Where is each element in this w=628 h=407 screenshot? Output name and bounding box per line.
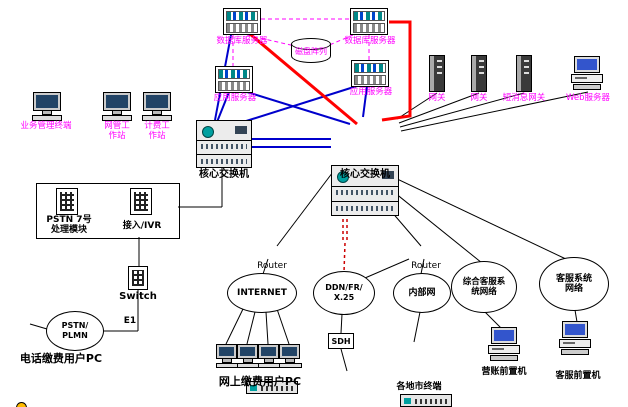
sms-gateway-label: 短消息网关 <box>502 93 546 103</box>
online-pc-4-icon <box>279 344 302 373</box>
database-server-2-icon <box>350 8 388 35</box>
sms-gateway-icon <box>516 55 532 92</box>
app-server-1-label: 应用服务器 <box>213 93 257 103</box>
access-ivr-module-icon <box>130 188 152 215</box>
ddn-fr-x25-cloud: DDN/FR/ X.25 <box>313 271 375 315</box>
gateway-1-label: 网关 <box>428 93 446 103</box>
person-icon <box>8 402 32 407</box>
billing-workstation-icon <box>142 92 172 121</box>
app-server-2-label: 应用服务器 <box>349 87 393 97</box>
web-server-icon <box>570 56 604 92</box>
router-1-icon <box>246 381 298 394</box>
disk-array-icon <box>291 38 331 64</box>
router-2-icon <box>400 394 452 407</box>
e1-link-label: E1 <box>123 316 137 326</box>
core-switch-1-label: 核心交换机 <box>199 169 249 180</box>
access-switch-label: Switch <box>119 291 157 302</box>
app-server-1-icon <box>215 66 253 93</box>
intranet-cloud: 内部网 <box>393 273 451 313</box>
cs-network-cloud: 客服系统 网络 <box>539 257 609 311</box>
online-pc-1-icon <box>216 344 239 373</box>
internet-cloud: INTERNET <box>227 273 297 313</box>
access-ivr-module-label: 接入/IVR <box>122 221 162 231</box>
pstn7-module-icon <box>56 188 78 215</box>
pstn7-module-label: PSTN 7号 处理模块 <box>46 215 92 235</box>
core-switch-2-icon <box>331 165 399 216</box>
core-switch-1-icon <box>196 120 252 168</box>
database-server-2-label: 数据库服务器 <box>344 36 396 46</box>
nms-workstation-icon <box>102 92 132 121</box>
web-server-label: Web服务器 <box>565 93 611 103</box>
online-pc-3-icon <box>258 344 281 373</box>
billing-frontend-icon <box>487 327 521 363</box>
sdh-device: SDH <box>328 333 354 349</box>
gateway-2-label: 网关 <box>470 93 488 103</box>
billing-workstation-label: 计费工 作站 <box>144 121 170 141</box>
app-server-2-icon <box>351 60 389 87</box>
phone-pay-user-pc-label: 电话缴费用户PC <box>19 352 103 365</box>
database-server-1-label: 数据库服务器 <box>216 36 268 46</box>
core-switch-2-label: 核心交换机 <box>340 169 390 180</box>
router-2-label: Router <box>411 261 441 271</box>
access-switch-icon <box>128 266 148 290</box>
nms-workstation-label: 网管工 作站 <box>104 121 130 141</box>
cs-frontend-label: 客服前置机 <box>555 371 601 381</box>
database-server-1-icon <box>223 8 261 35</box>
city-terminals-label: 各地市终端 <box>396 382 442 392</box>
integrated-cs-cloud: 综合客服系 统网络 <box>451 261 517 313</box>
online-pc-2-icon <box>237 344 260 373</box>
business-terminal-icon <box>32 92 62 121</box>
gateway-1-icon <box>429 55 445 92</box>
billing-frontend-label: 营账前置机 <box>481 367 527 377</box>
router-1-label: Router <box>257 261 287 271</box>
disk-array-label: 磁盘阵列 <box>295 47 327 56</box>
cs-frontend-icon <box>558 321 592 357</box>
gateway-2-icon <box>471 55 487 92</box>
business-terminal-label: 业务管理终端 <box>20 121 72 131</box>
pstn-access-module-box <box>36 183 180 239</box>
online-pay-user-pc-label: 网上缴费用户PC <box>218 375 302 388</box>
pstn-plmn-cloud: PSTN/ PLMN <box>46 311 104 351</box>
